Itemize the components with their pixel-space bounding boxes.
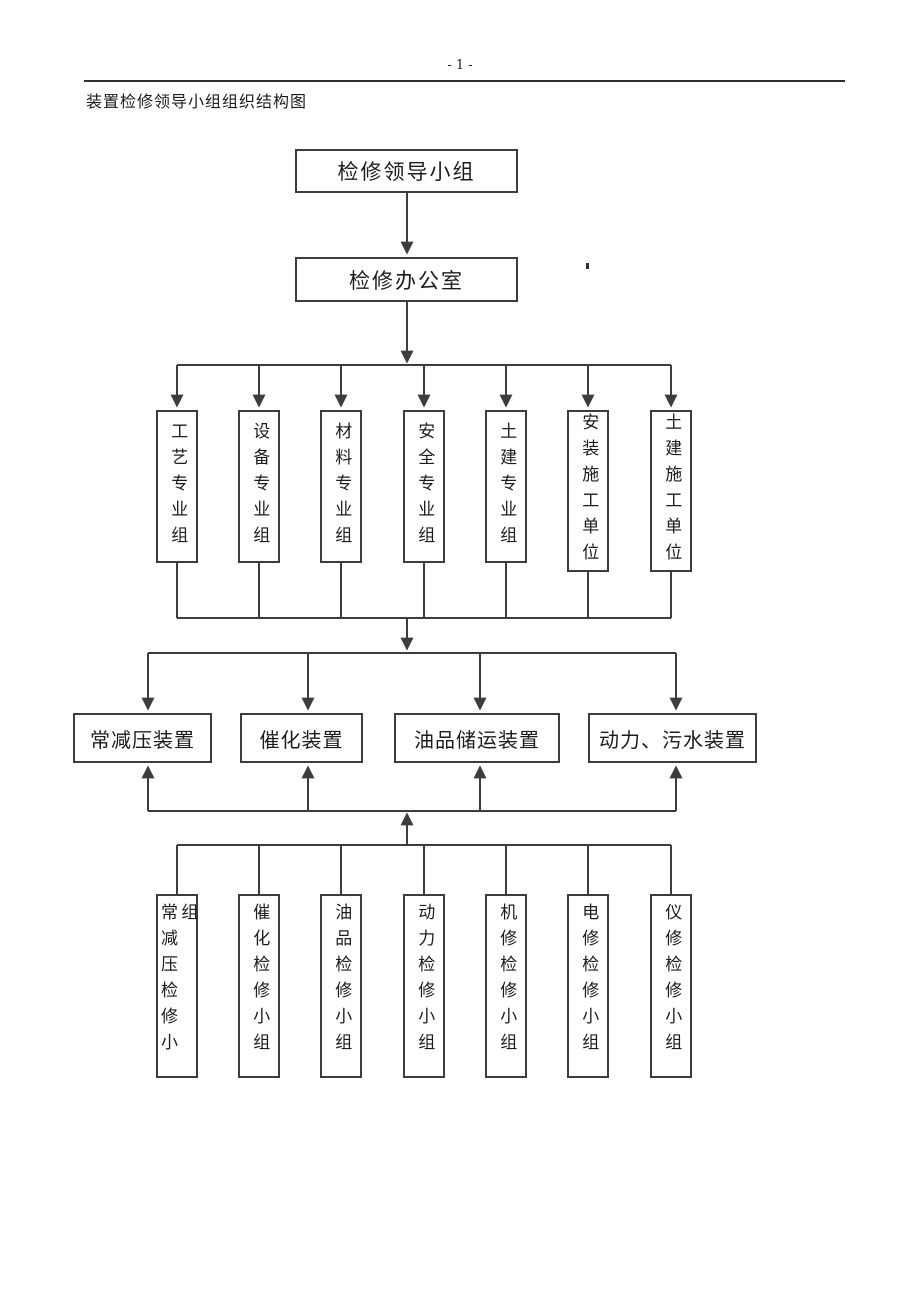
org-box-leadership-group: 检修领导小组 (295, 149, 518, 193)
org-box-unit-3: 油品储运装置 (394, 713, 560, 763)
org-box-specialty-group-5: 土建专业组 (485, 410, 527, 563)
org-box-label: 安全专业组 (414, 421, 435, 552)
org-box-label: 工艺专业组 (167, 421, 188, 552)
page-number: - 1 - (447, 58, 473, 73)
org-box-label: 常减压装置 (90, 727, 195, 752)
org-box-label: 安装施工单位 (578, 413, 599, 569)
org-box-label: 动力、污水装置 (599, 727, 746, 752)
org-box-team-5: 机修检修小组 (485, 894, 527, 1078)
org-box-label: 油品检修小组 (331, 903, 352, 1059)
org-box-specialty-group-2: 设备专业组 (238, 410, 280, 563)
org-box-team-4: 动力检修小组 (403, 894, 445, 1078)
org-box-construction-unit-2: 土建施工单位 (650, 410, 692, 572)
org-box-label: 电修检修小组 (578, 903, 599, 1059)
org-box-label: 检修领导小组 (337, 160, 476, 184)
org-box-label: 仪修检修小组 (661, 903, 682, 1059)
diagram-title: 装置检修领导小组组织结构图 (86, 92, 308, 111)
org-box-label: 油品储运装置 (414, 727, 540, 752)
org-box-label: 催化检修小组 (249, 903, 270, 1059)
org-box-label: 设备专业组 (249, 421, 270, 552)
org-box-unit-4: 动力、污水装置 (588, 713, 757, 763)
org-box-specialty-group-3: 材料专业组 (320, 410, 362, 563)
org-box-unit-2: 催化装置 (240, 713, 363, 763)
org-box-label: 动力检修小组 (414, 903, 435, 1059)
org-box-team-7: 仪修检修小组 (650, 894, 692, 1078)
org-box-team-6: 电修检修小组 (567, 894, 609, 1078)
org-box-unit-1: 常减压装置 (73, 713, 212, 763)
org-box-team-1: 常减压检修小组 (156, 894, 198, 1078)
header-rule (84, 80, 845, 82)
org-box-label: 检修办公室 (349, 268, 464, 293)
org-box-specialty-group-1: 工艺专业组 (156, 410, 198, 563)
org-box-specialty-group-4: 安全专业组 (403, 410, 445, 563)
org-box-team-3: 油品检修小组 (320, 894, 362, 1078)
org-box-label: 常减压检修小组 (157, 903, 198, 1059)
stray-mark (586, 263, 589, 269)
org-box-label: 催化装置 (259, 727, 344, 752)
org-box-maintenance-office: 检修办公室 (295, 257, 518, 302)
org-box-label: 土建施工单位 (661, 413, 682, 569)
org-box-label: 机修检修小组 (496, 903, 517, 1059)
org-box-construction-unit-1: 安装施工单位 (567, 410, 609, 572)
org-box-team-2: 催化检修小组 (238, 894, 280, 1078)
org-box-label: 土建专业组 (496, 421, 517, 552)
org-box-label: 材料专业组 (331, 421, 352, 552)
